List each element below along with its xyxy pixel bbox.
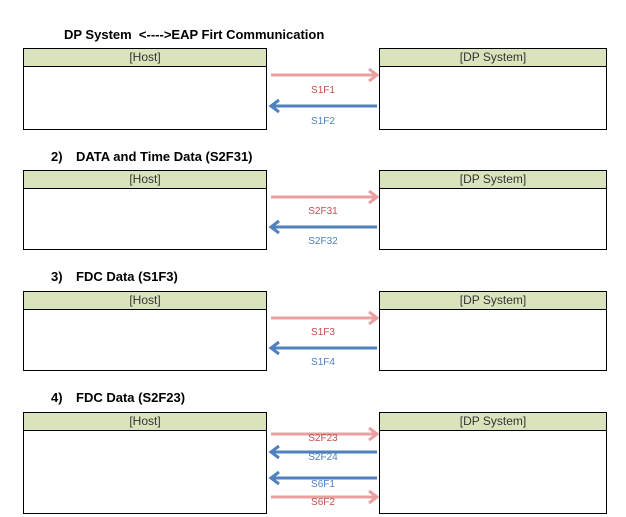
dp-box-1-header: [DP System] [380,49,606,67]
message-label-s2f23: S2F23 [308,433,338,444]
dp-box-3-header: [DP System] [380,292,606,310]
message-label-s2f31: S2F31 [308,206,338,217]
message-arrow-s1f4 [268,340,377,356]
message-arrow-s2f31 [271,189,380,205]
section-4-number: 4) [51,390,63,405]
host-box-4: [Host] [23,412,267,514]
message-label-s2f32: S2F32 [308,236,338,247]
message-label-s1f1: S1F1 [311,85,335,96]
message-arrow-s1f3 [271,310,380,326]
message-arrow-s2f32 [268,219,377,235]
message-arrow-s6f2 [271,489,380,505]
message-arrow-s1f1 [271,67,380,83]
host-box-3: [Host] [23,291,267,371]
message-label-s1f2: S1F2 [311,116,335,127]
dp-box-4-header: [DP System] [380,413,606,431]
message-label-s1f4: S1F4 [311,357,335,368]
section-4-title: FDC Data (S2F23) [76,390,186,405]
message-label-s2f24: S2F24 [308,452,338,463]
host-box-4-header: [Host] [24,413,266,431]
section-3-number: 3) [51,269,63,284]
host-box-1-header: [Host] [24,49,266,67]
dp-box-2: [DP System] [379,170,607,250]
message-arrow-s6f1 [268,470,377,486]
message-label-s6f2: S6F2 [311,497,335,508]
dp-box-4: [DP System] [379,412,607,514]
dp-box-2-header: [DP System] [380,171,606,189]
host-box-2-header: [Host] [24,171,266,189]
host-box-3-header: [Host] [24,292,266,310]
message-label-s6f1: S6F1 [311,479,335,490]
message-label-s1f3: S1F3 [311,327,335,338]
host-box-2: [Host] [23,170,267,250]
host-box-1: [Host] [23,48,267,130]
message-arrow-s1f2 [268,98,377,114]
message-arrow-s2f23 [271,426,380,442]
message-arrow-s2f24 [268,444,377,460]
section-3-title: FDC Data (S1F3) [76,269,178,284]
section-2-number: 2) [51,149,63,164]
section-2-title: DATA and Time Data (S2F31) [76,149,253,164]
dp-box-3: [DP System] [379,291,607,371]
dp-box-1: [DP System] [379,48,607,130]
section-1-title: DP System <---->EAP Firt Communication [64,27,325,42]
